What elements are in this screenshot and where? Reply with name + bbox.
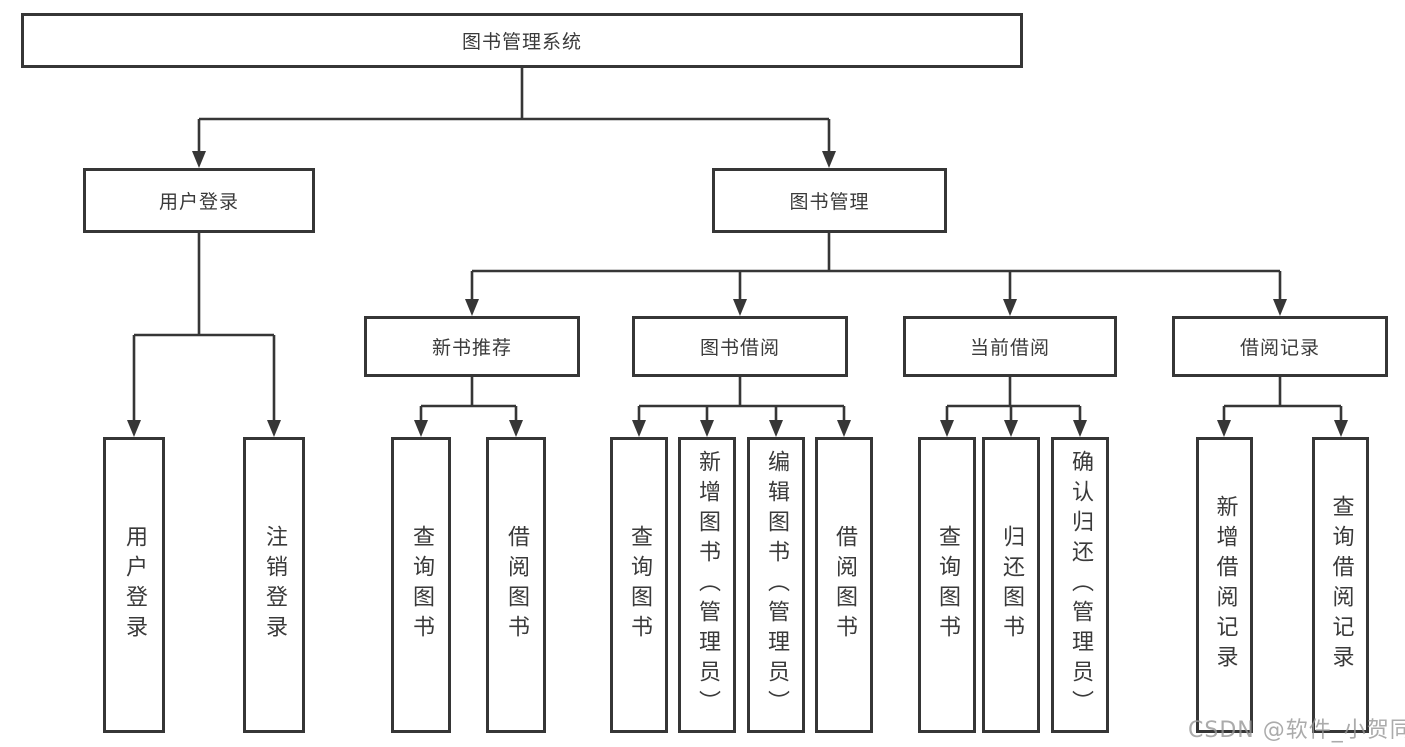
node-book-borrow: 图书借阅 (632, 316, 848, 377)
leaf-user-login: 用户登录 (103, 437, 165, 733)
leaf-label: 新增图书（管理员） (695, 450, 720, 720)
leaf-query-books-current: 查询图书 (918, 437, 976, 733)
leaf-label: 借阅图书 (832, 525, 857, 645)
node-new-book-recommend-label: 新书推荐 (431, 337, 512, 359)
connector-new-book-recommend-to-leaves (414, 377, 523, 437)
leaf-add-books-admin: 新增图书（管理员） (678, 437, 736, 733)
leaf-label: 用户登录 (122, 525, 147, 645)
leaf-confirm-return-admin: 确认归还（管理员） (1051, 437, 1109, 733)
leaf-label: 确认归还（管理员） (1068, 450, 1093, 720)
leaf-query-books-borrow: 查询图书 (610, 437, 668, 733)
node-root-label: 图书管理系统 (461, 31, 582, 53)
node-book-management: 图书管理 (712, 168, 947, 233)
node-user-login: 用户登录 (83, 168, 315, 233)
leaf-label: 查询图书 (627, 525, 652, 645)
node-current-borrow-label: 当前借阅 (969, 337, 1050, 359)
connector-root-to-level2 (192, 67, 836, 168)
node-user-login-label: 用户登录 (158, 191, 239, 213)
csdn-watermark: CSDN @软件_小贺同学 (1188, 718, 1405, 743)
connector-book-borrow-to-leaves (632, 377, 851, 437)
leaf-label: 新增借阅记录 (1212, 495, 1238, 675)
leaf-label: 注销登录 (262, 525, 287, 645)
leaf-label: 借阅图书 (504, 525, 529, 645)
leaf-label: 查询借阅记录 (1328, 495, 1354, 675)
node-book-borrow-label: 图书借阅 (699, 337, 780, 359)
leaf-label: 编辑图书（管理员） (764, 450, 789, 720)
leaf-logout: 注销登录 (243, 437, 305, 733)
node-borrow-record-label: 借阅记录 (1239, 337, 1320, 359)
leaf-label: 查询图书 (935, 525, 960, 645)
node-book-management-label: 图书管理 (789, 191, 870, 213)
leaf-return-books: 归还图书 (982, 437, 1040, 733)
leaf-label: 查询图书 (409, 525, 434, 645)
node-borrow-record: 借阅记录 (1172, 316, 1388, 377)
leaf-edit-books-admin: 编辑图书（管理员） (747, 437, 805, 733)
connector-book-management-to-level3 (465, 233, 1287, 316)
leaf-label: 归还图书 (999, 525, 1024, 645)
node-current-borrow: 当前借阅 (903, 316, 1117, 377)
node-new-book-recommend: 新书推荐 (364, 316, 580, 377)
node-root: 图书管理系统 (21, 13, 1023, 68)
leaf-query-borrow-record: 查询借阅记录 (1312, 437, 1369, 733)
leaf-borrow-books: 借阅图书 (815, 437, 873, 733)
leaf-query-books-recommend: 查询图书 (391, 437, 451, 733)
connector-user-login-to-leaves (127, 233, 281, 437)
connector-current-borrow-to-leaves (940, 377, 1087, 437)
leaf-add-borrow-record: 新增借阅记录 (1196, 437, 1253, 733)
connector-borrow-record-to-leaves (1217, 377, 1348, 437)
leaf-borrow-books-recommend: 借阅图书 (486, 437, 546, 733)
